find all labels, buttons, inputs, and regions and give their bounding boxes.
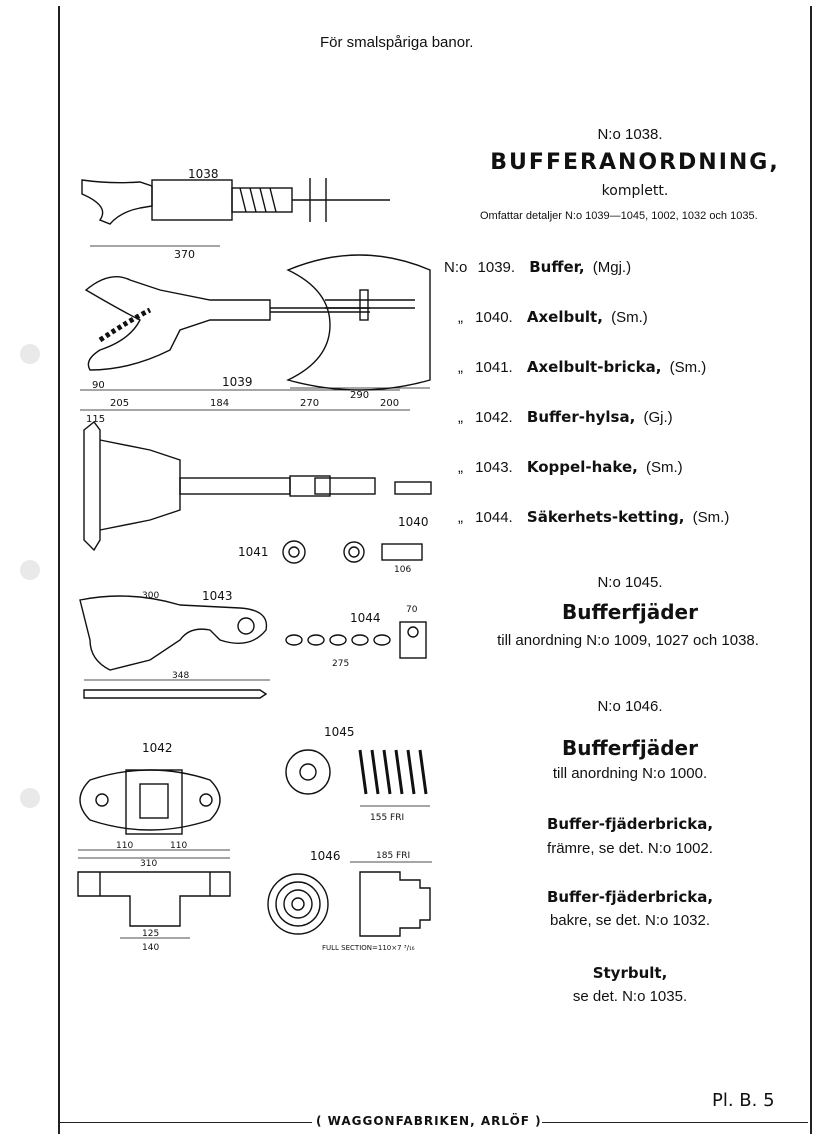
label-1038: 1038 — [188, 167, 219, 181]
part-list-item: „ 1040. Axelbult, (Sm.) — [458, 308, 648, 326]
part-name: Axelbult-bricka, — [526, 358, 662, 376]
dim-300: 300 — [142, 591, 159, 601]
spring-1045-number: N:o 1045. — [597, 574, 663, 591]
drawing-1043-hook — [79, 595, 270, 699]
part-name: Buffer, — [529, 258, 585, 276]
part-material: (Sm.) — [669, 359, 707, 376]
part-number: 1042. — [475, 409, 513, 426]
part-material: (Gj.) — [643, 409, 673, 426]
part-list-item: N:o 1039. Buffer, (Mgj.) — [444, 258, 631, 276]
label-1046: 1046 — [310, 849, 341, 863]
part-name: Axelbult, — [526, 308, 603, 326]
part-list-item: „ 1043. Koppel-hake, (Sm.) — [458, 458, 683, 476]
part-name: Säkerhets-ketting, — [526, 508, 685, 526]
label-1045: 1045 — [324, 725, 355, 739]
guide-bolt-desc: se det. N:o 1035. — [572, 988, 688, 1005]
dim-275: 275 — [332, 659, 349, 669]
part-prefix: „ — [458, 459, 463, 476]
part-material: (Sm.) — [692, 509, 730, 526]
dim-310: 310 — [140, 859, 157, 869]
label-1040: 1040 — [398, 515, 429, 529]
part-prefix: „ — [458, 309, 463, 326]
main-item-includes: Omfattar detaljer N:o 1039—1045, 1002, 1… — [480, 210, 758, 222]
dim-125: 125 — [142, 929, 159, 939]
main-item-sub: komplett. — [601, 183, 669, 199]
washer-back-name: Buffer-fjäderbricka, — [546, 888, 714, 906]
part-prefix: „ — [458, 509, 463, 526]
page-title: För smalspåriga banor. — [320, 34, 474, 51]
drawing-1039-plan — [83, 421, 432, 552]
part-list-item: „ 1044. Säkerhets-ketting, (Sm.) — [458, 508, 729, 526]
part-number: 1041. — [475, 359, 513, 376]
dim-106: 106 — [394, 565, 411, 575]
label-1044: 1044 — [350, 611, 381, 625]
binder-hole — [20, 560, 40, 580]
part-list-item: „ 1042. Buffer-hylsa, (Gj.) — [458, 408, 673, 426]
dim-155: 155 FRI — [370, 813, 404, 823]
drawing-1044-chain — [285, 621, 427, 659]
spring-1046-name: Bufferfjäder — [562, 736, 698, 760]
main-item-number: N:o 1038. — [597, 126, 663, 143]
dim-184: 184 — [210, 398, 229, 409]
full-section-note: FULL SECTION=110×7 ³/₁₆ — [322, 944, 415, 952]
page-frame — [58, 6, 812, 1134]
drawing-1040-disc — [286, 254, 431, 391]
label-1043: 1043 — [202, 589, 233, 603]
dim-270: 270 — [300, 398, 319, 409]
drawing-1045-spring — [285, 749, 430, 807]
drawing-1041-washer — [282, 540, 423, 564]
dim-70: 70 — [406, 605, 418, 615]
dim-110a: 110 — [116, 841, 133, 851]
footer-rule — [542, 1122, 808, 1123]
footer-imprint: ( WAGGONFABRIKEN, ARLÖF ) — [316, 1114, 542, 1128]
plate-reference: Pl. B. 5 — [712, 1090, 775, 1111]
dim-200: 200 — [380, 398, 399, 409]
washer-front-name: Buffer-fjäderbricka, — [546, 815, 714, 833]
drawing-1038-assembly — [81, 178, 390, 247]
part-material: (Sm.) — [646, 459, 683, 476]
part-name: Buffer-hylsa, — [526, 408, 636, 426]
drawing-1046-spring — [267, 861, 432, 937]
part-prefix: „ — [458, 359, 463, 376]
label-1042: 1042 — [142, 741, 173, 755]
main-item-name: BUFFERANORDNING, — [490, 150, 780, 175]
washer-back-desc: bakre, se det. N:o 1032. — [549, 912, 711, 929]
dim-348: 348 — [172, 671, 189, 681]
drawing-1039-buffer — [80, 276, 400, 391]
part-number: 1040. — [475, 309, 513, 326]
guide-bolt-name: Styrbult, — [592, 964, 668, 982]
dim-110b: 110 — [170, 841, 187, 851]
dim-140: 140 — [142, 943, 159, 953]
footer-rule — [58, 1122, 312, 1123]
spring-1045-name: Bufferfjäder — [562, 600, 698, 624]
spring-1046-number: N:o 1046. — [597, 698, 663, 715]
spring-1046-desc: till anordning N:o 1000. — [552, 765, 708, 782]
part-number: 1044. — [475, 509, 513, 526]
part-prefix: „ — [458, 409, 463, 426]
label-1041: 1041 — [238, 545, 269, 559]
part-material: (Sm.) — [611, 309, 648, 326]
part-prefix: N:o — [444, 259, 468, 276]
part-number: 1043. — [475, 459, 513, 476]
part-name: Koppel-hake, — [526, 458, 638, 476]
dim-90: 90 — [92, 380, 105, 391]
dim-370: 370 — [174, 248, 195, 261]
part-material: (Mgj.) — [592, 259, 632, 276]
dim-115: 115 — [86, 414, 105, 425]
dim-185: 185 FRI — [376, 851, 410, 861]
part-list-item: „ 1041. Axelbult-bricka, (Sm.) — [458, 358, 706, 376]
technical-drawings: 1038 370 1039 90 290 205 115 184 270 200 — [77, 167, 432, 953]
part-number: 1039. — [477, 259, 516, 276]
dim-205: 205 — [110, 398, 129, 409]
binder-hole — [20, 344, 40, 364]
spring-1045-desc: till anordning N:o 1009, 1027 och 1038. — [497, 632, 759, 649]
label-1039: 1039 — [222, 375, 253, 389]
washer-front-desc: främre, se det. N:o 1002. — [547, 840, 713, 857]
drawing-1042-sleeve — [77, 769, 231, 939]
binder-hole — [20, 788, 40, 808]
dim-290: 290 — [350, 390, 369, 401]
